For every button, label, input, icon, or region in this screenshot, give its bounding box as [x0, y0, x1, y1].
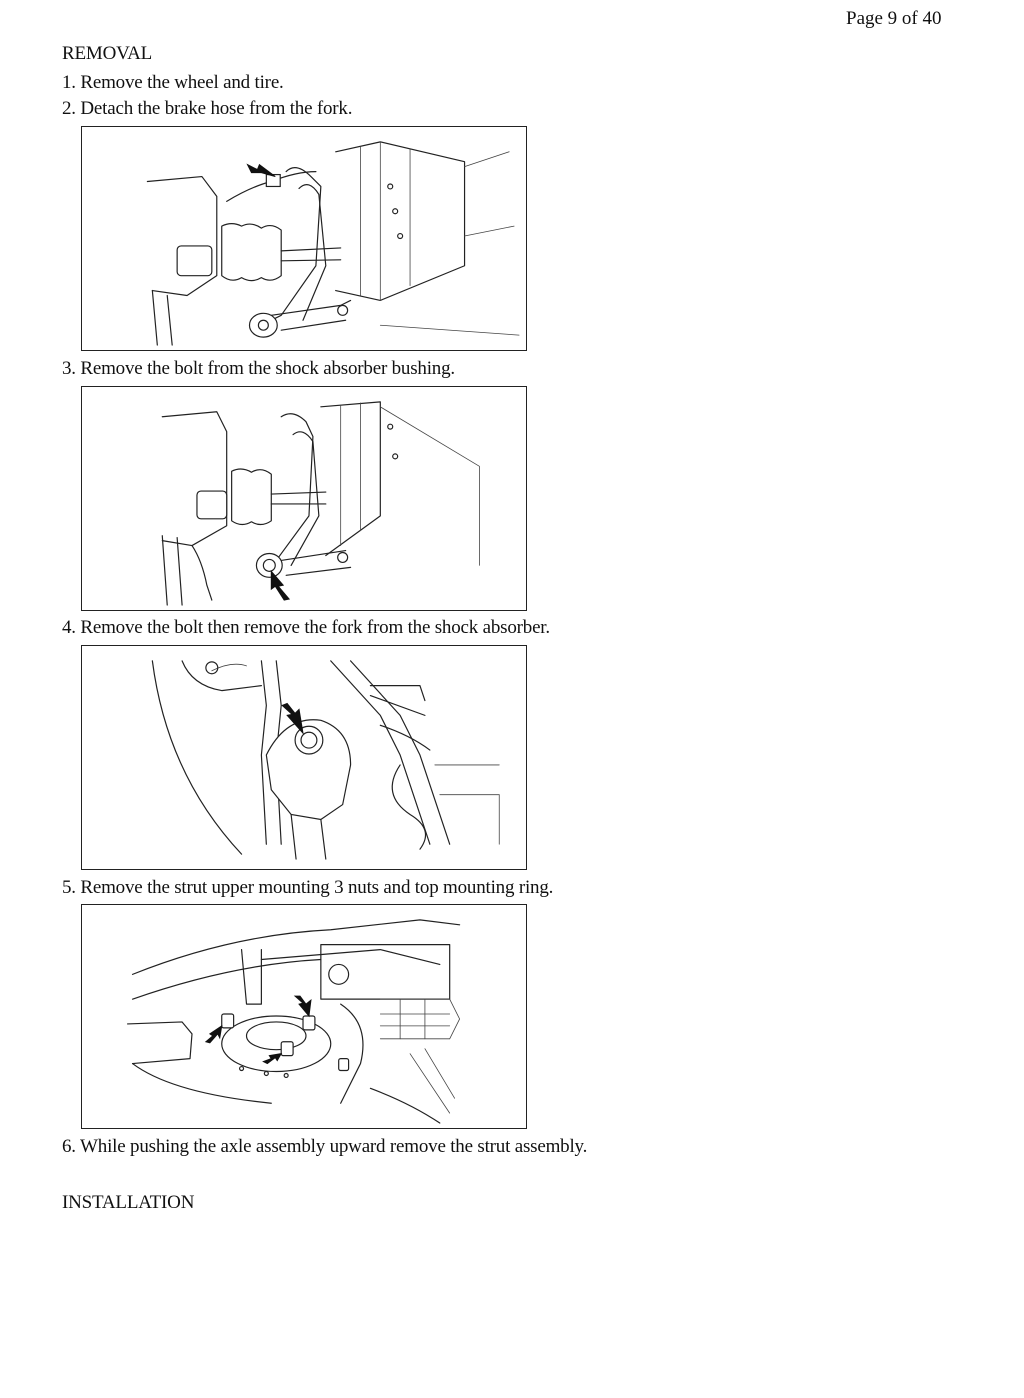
step-5: 5. Remove the strut upper mounting 3 nut… [62, 877, 554, 898]
step-4: 4. Remove the bolt then remove the fork … [62, 617, 550, 638]
step-1: 1. Remove the wheel and tire. [62, 72, 284, 93]
section-heading-removal: REMOVAL [62, 43, 153, 64]
figure-shock-bushing-bolt [81, 386, 527, 611]
figure-fork-removal [81, 645, 527, 870]
figure-strut-upper-mount [81, 904, 527, 1129]
page-number: Page 9 of 40 [846, 8, 942, 29]
figure-brake-hose [81, 126, 527, 351]
section-heading-installation: INSTALLATION [62, 1192, 195, 1213]
step-2: 2. Detach the brake hose from the fork. [62, 98, 353, 119]
step-3: 3. Remove the bolt from the shock absorb… [62, 358, 455, 379]
figure-strut-mount-drawing [126, 919, 461, 1124]
figure-brake-hose-drawing [146, 141, 520, 346]
figure-shock-bushing-drawing [161, 401, 480, 606]
step-6: 6. While pushing the axle assembly upwar… [62, 1136, 588, 1157]
figure-fork-removal-drawing [151, 660, 500, 860]
